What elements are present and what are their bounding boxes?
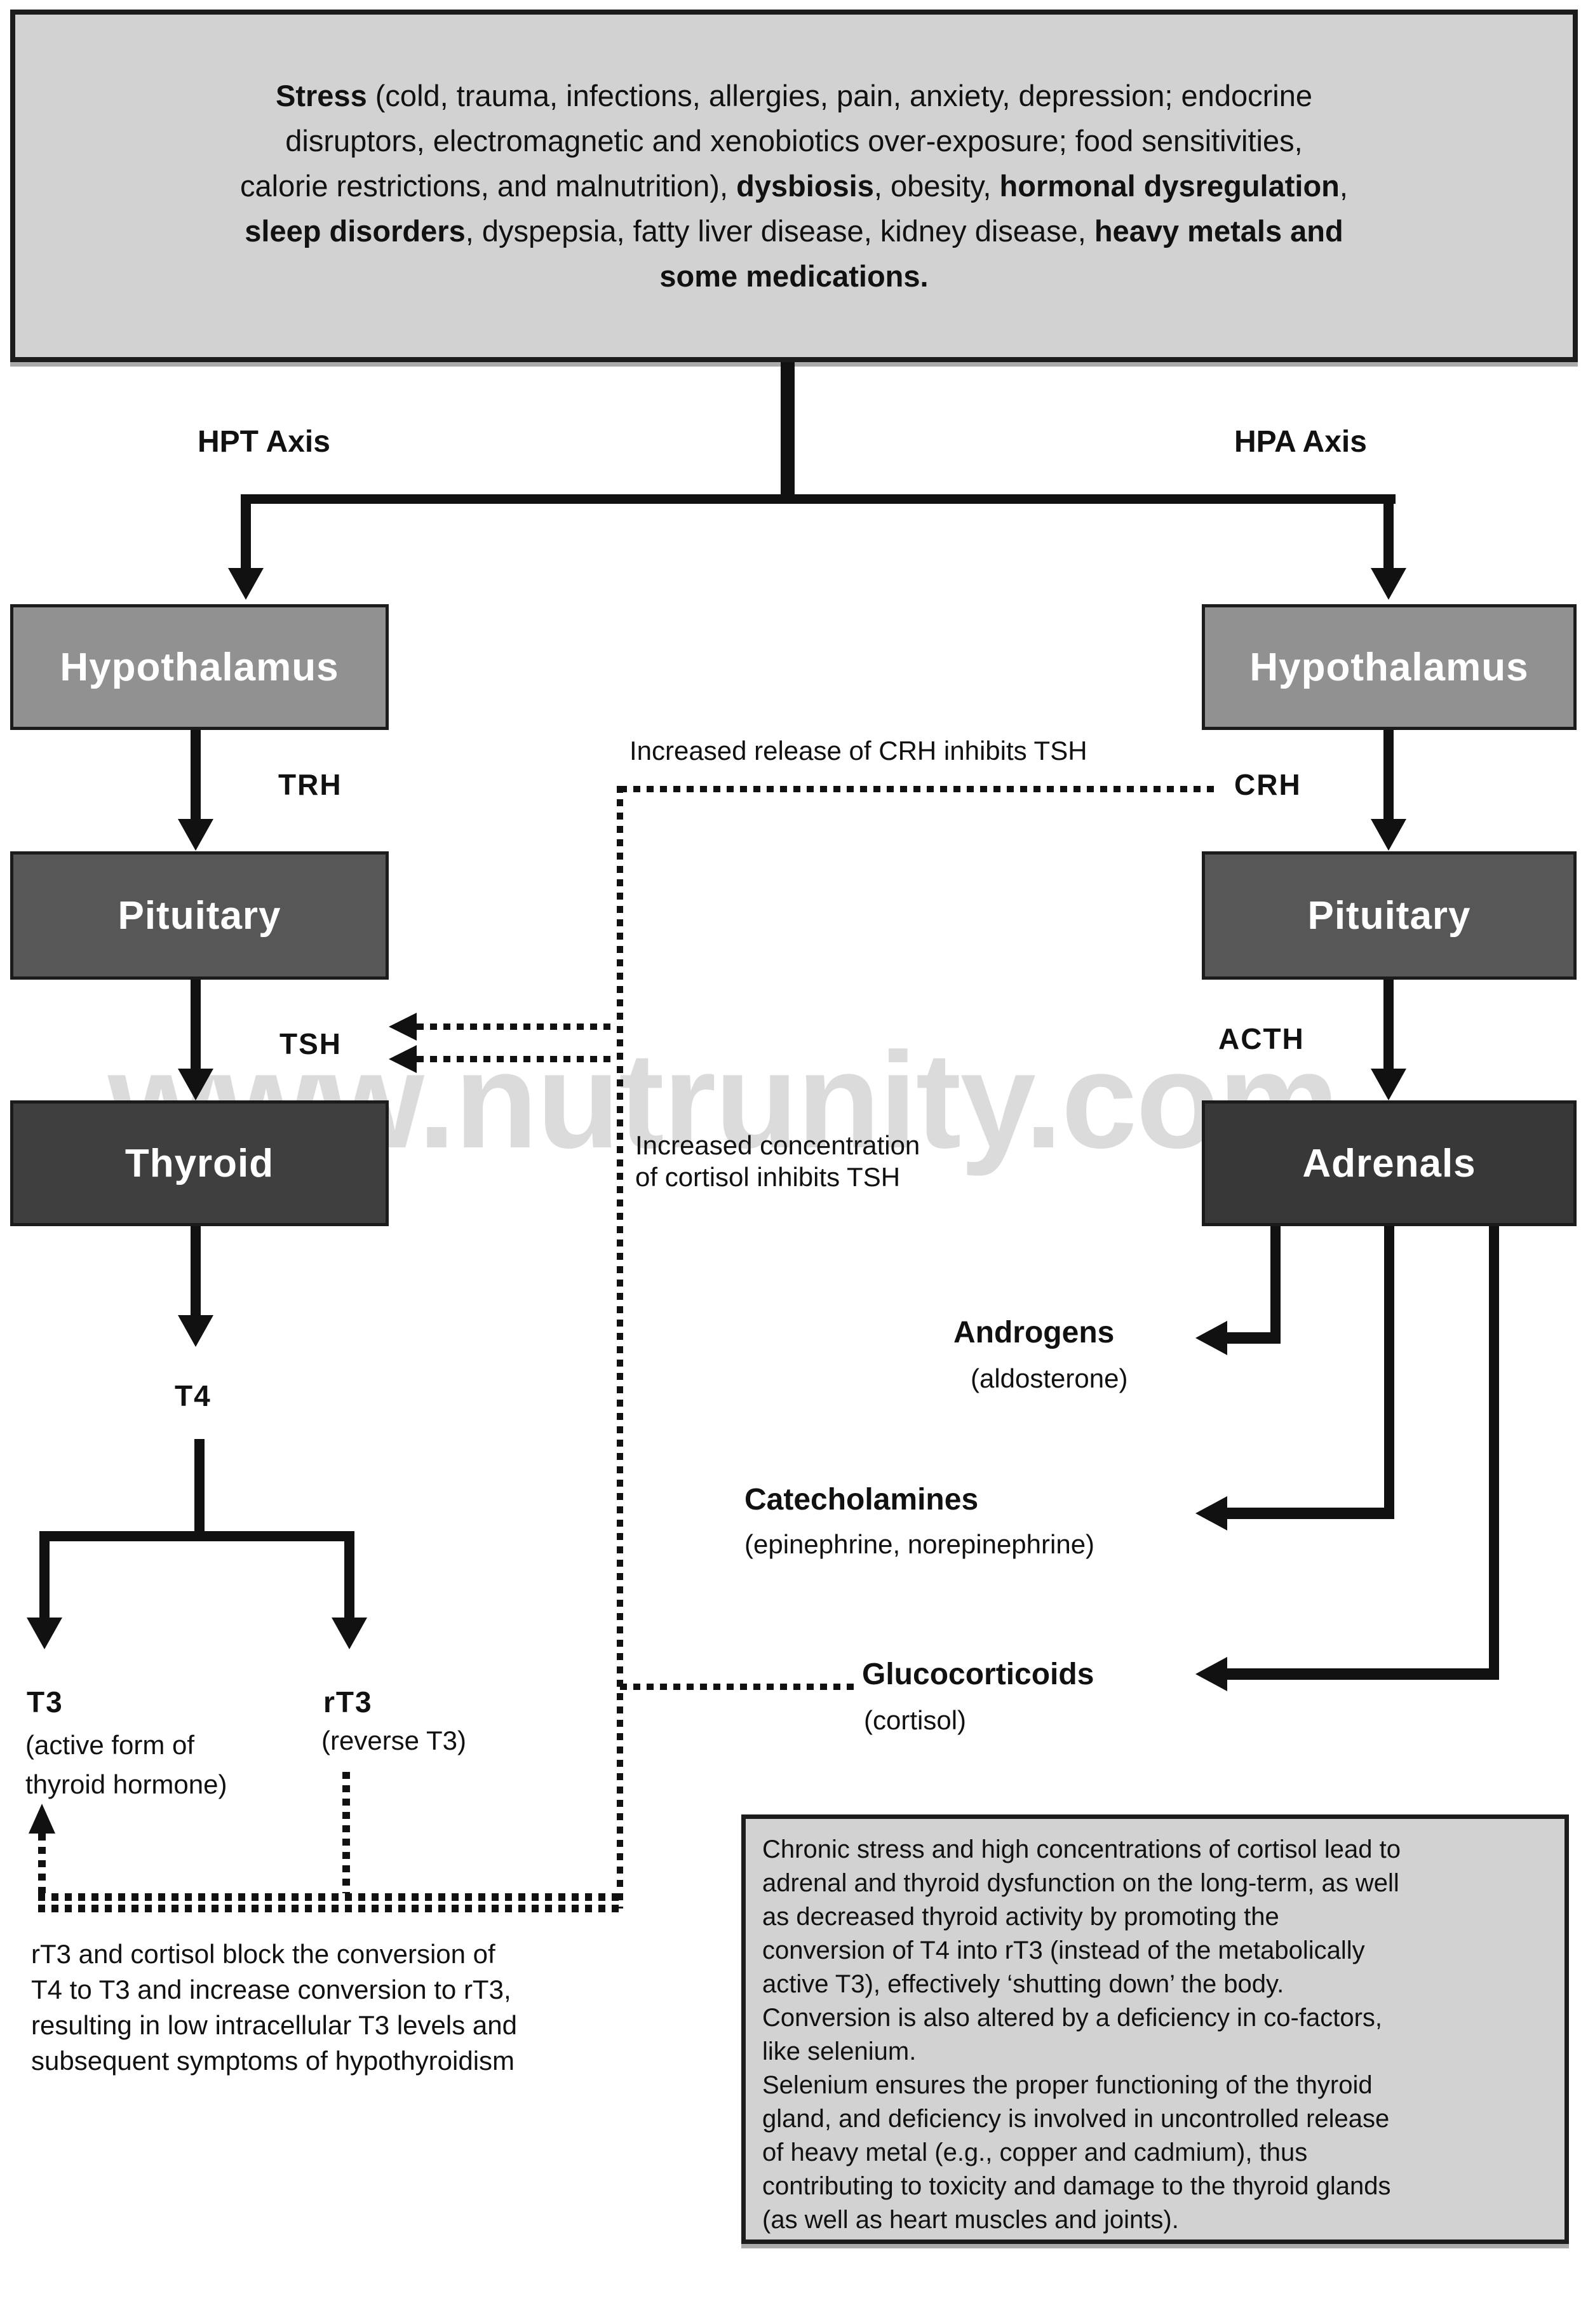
trh-label: TRH: [278, 768, 342, 801]
chronic-stress-text: Chronic stress and high concentrations o…: [746, 1819, 1564, 2251]
glucocorticoids-arm-line: [1226, 1668, 1499, 1680]
crh-feedback-note: Increased release of CRH inhibits TSH: [629, 736, 1087, 766]
box-pituitary-hpa: Pituitary: [1202, 851, 1577, 980]
rt3-block-note: rT3 and cortisol block the conversion of…: [31, 1939, 517, 2076]
glucocorticoids-label: Glucocorticoids: [862, 1658, 1094, 1691]
box-adrenals-label: Adrenals: [1302, 1141, 1476, 1186]
cortisol-feedback-note: Increased concentration of cortisol inhi…: [635, 1130, 920, 1192]
chronic-stress-panel: Chronic stress and high concentrations o…: [741, 1814, 1569, 2244]
arrow-down-icon: [178, 819, 213, 851]
catecholamines-detail: (epinephrine, norepinephrine): [744, 1529, 1095, 1559]
rt3-note: (reverse T3): [321, 1726, 466, 1755]
tsh-arrow-line: [191, 980, 201, 1069]
arrow-down-icon: [332, 1618, 367, 1649]
arrow-down-icon: [1371, 819, 1406, 851]
stress-stem-line: [781, 362, 795, 497]
box-hypothalamus-hpa: Hypothalamus: [1202, 604, 1577, 730]
crh-arrow-line: [1383, 730, 1394, 819]
tsh-inhibit-line-1: [417, 1024, 617, 1030]
androgens-drop-line: [1270, 1226, 1281, 1341]
t3-feedback-rise-line: [38, 1834, 46, 1893]
crh-feedback-line: [620, 786, 1218, 792]
box-hypothalamus-hpt: Hypothalamus: [10, 604, 389, 730]
arrow-down-icon: [178, 1069, 213, 1100]
arrow-down-icon: [27, 1618, 62, 1649]
box-adrenals: Adrenals: [1202, 1100, 1577, 1226]
arrow-left-icon: [389, 1013, 417, 1041]
box-thyroid-label: Thyroid: [124, 1141, 274, 1186]
chronic-stress-paragraph: Conversion is also altered by a deficien…: [762, 2004, 1383, 2065]
arrow-down-icon: [1371, 1069, 1406, 1100]
androgens-label: Androgens: [953, 1316, 1115, 1349]
hpa-axis-title: HPA Axis: [1234, 425, 1367, 459]
rt3-label: rT3: [323, 1686, 373, 1719]
chronic-stress-paragraph: Selenium ensures the proper functioning …: [762, 2071, 1391, 2234]
hpt-axis-title: HPT Axis: [198, 425, 330, 459]
arrow-left-icon: [1195, 1321, 1227, 1355]
box-pituitary-hpt: Pituitary: [10, 851, 389, 980]
t3-note: (active form of thyroid hormone): [25, 1730, 227, 1799]
box-hypothalamus-hpa-label: Hypothalamus: [1249, 645, 1529, 689]
glucocorticoids-detail: (cortisol): [864, 1705, 967, 1735]
hpa-drop-line: [1383, 494, 1394, 572]
t4-label: T4: [175, 1379, 212, 1412]
catecholamines-drop-line: [1384, 1226, 1394, 1518]
t3-branch-line: [39, 1531, 50, 1618]
catecholamines-label: Catecholamines: [744, 1483, 979, 1517]
box-pituitary-hpa-label: Pituitary: [1307, 893, 1471, 938]
arrow-up-icon: [29, 1804, 55, 1834]
feedback-vertical-line: [617, 786, 623, 1909]
acth-label: ACTH: [1218, 1022, 1305, 1055]
feedback-bottom-line-2: [38, 1905, 620, 1912]
hpt-drop-line: [241, 494, 251, 572]
arrow-left-icon: [1195, 1496, 1227, 1530]
crh-label: CRH: [1234, 768, 1302, 801]
arrow-down-icon: [178, 1315, 213, 1347]
chronic-stress-paragraph: Chronic stress and high concentrations o…: [762, 1835, 1401, 1998]
glucocorticoids-feedback-line: [620, 1684, 858, 1690]
axes-branch-line: [246, 494, 1396, 504]
t3-label: T3: [27, 1686, 64, 1719]
box-thyroid: Thyroid: [10, 1100, 389, 1226]
rt3-branch-line: [344, 1531, 354, 1618]
arrow-down-icon: [1371, 568, 1406, 600]
rt3-feedback-drop-line: [342, 1772, 350, 1893]
t4-arrow-line: [191, 1226, 201, 1315]
t4-branch-stem: [194, 1439, 205, 1536]
arrow-down-icon: [228, 568, 264, 600]
tsh-inhibit-line-2: [417, 1056, 617, 1062]
acth-arrow-line: [1383, 980, 1394, 1069]
stress-causes-text: Stress (cold, trauma, infections, allerg…: [240, 79, 1348, 293]
androgens-arm-line: [1226, 1332, 1281, 1344]
arrow-left-icon: [1195, 1657, 1227, 1691]
stress-causes-panel: Stress (cold, trauma, infections, allerg…: [10, 10, 1578, 362]
arrow-left-icon: [389, 1045, 417, 1073]
glucocorticoids-drop-line: [1489, 1226, 1499, 1680]
t4-branch-line: [39, 1531, 354, 1541]
androgens-detail: (aldosterone): [971, 1363, 1128, 1393]
box-hypothalamus-hpt-label: Hypothalamus: [60, 645, 339, 689]
catecholamines-arm-line: [1226, 1508, 1394, 1519]
trh-arrow-line: [191, 730, 201, 819]
feedback-bottom-line-1: [38, 1893, 620, 1901]
box-pituitary-hpt-label: Pituitary: [118, 893, 281, 938]
tsh-label: TSH: [279, 1027, 342, 1060]
